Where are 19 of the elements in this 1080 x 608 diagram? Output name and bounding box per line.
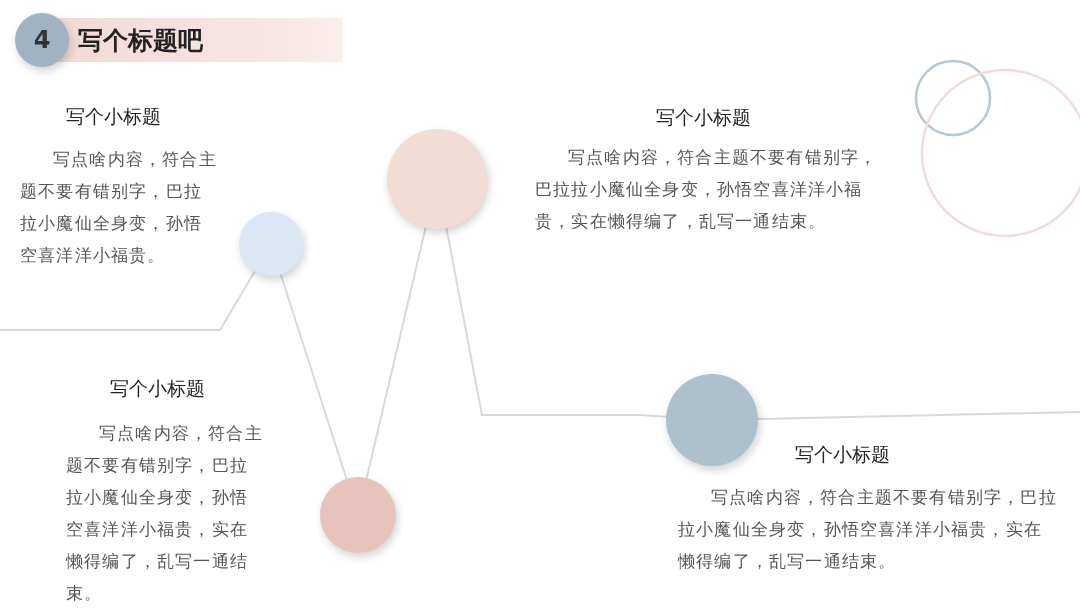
body-paragraph: 写点啥内容，符合主题不要有错别字，巴拉拉小魔仙全身变，孙悟空喜洋洋小福贵。: [20, 149, 218, 267]
connector-line: [757, 411, 1080, 420]
subheading: 写个小标题: [656, 105, 751, 130]
slide-title: 写个标题吧: [78, 25, 203, 57]
connector-line: [0, 270, 256, 331]
number-badge: [15, 13, 69, 67]
body-paragraph: 写点啥内容，符合主题不要有错别字，巴拉拉小魔仙全身变，孙悟空喜洋洋小福贵，实在懒得编了，乱写一通结束。: [678, 487, 1058, 573]
subheading: 写个小标题: [66, 104, 161, 129]
subheading: 写个小标题: [110, 376, 205, 401]
body-paragraph: 写点啥内容，符合主题不要有错别字，巴拉拉小魔仙全身变，孙悟空喜洋洋小福贵，实在懒得编了，乱写一通结束。: [535, 147, 879, 233]
circle-node: [320, 477, 396, 553]
connector-line: [279, 273, 348, 480]
subheading: 写个小标题: [795, 442, 890, 467]
circle-node: [239, 212, 303, 276]
badge-number: 4: [33, 26, 51, 54]
connector-line: [365, 226, 427, 479]
connector-line: [445, 227, 668, 418]
circle-node: [666, 374, 758, 466]
body-paragraph: 写点啥内容，符合主题不要有错别字，巴拉拉小魔仙全身变，孙悟空喜洋洋小福贵，实在懒得编了，乱写一通结束。: [66, 423, 264, 605]
